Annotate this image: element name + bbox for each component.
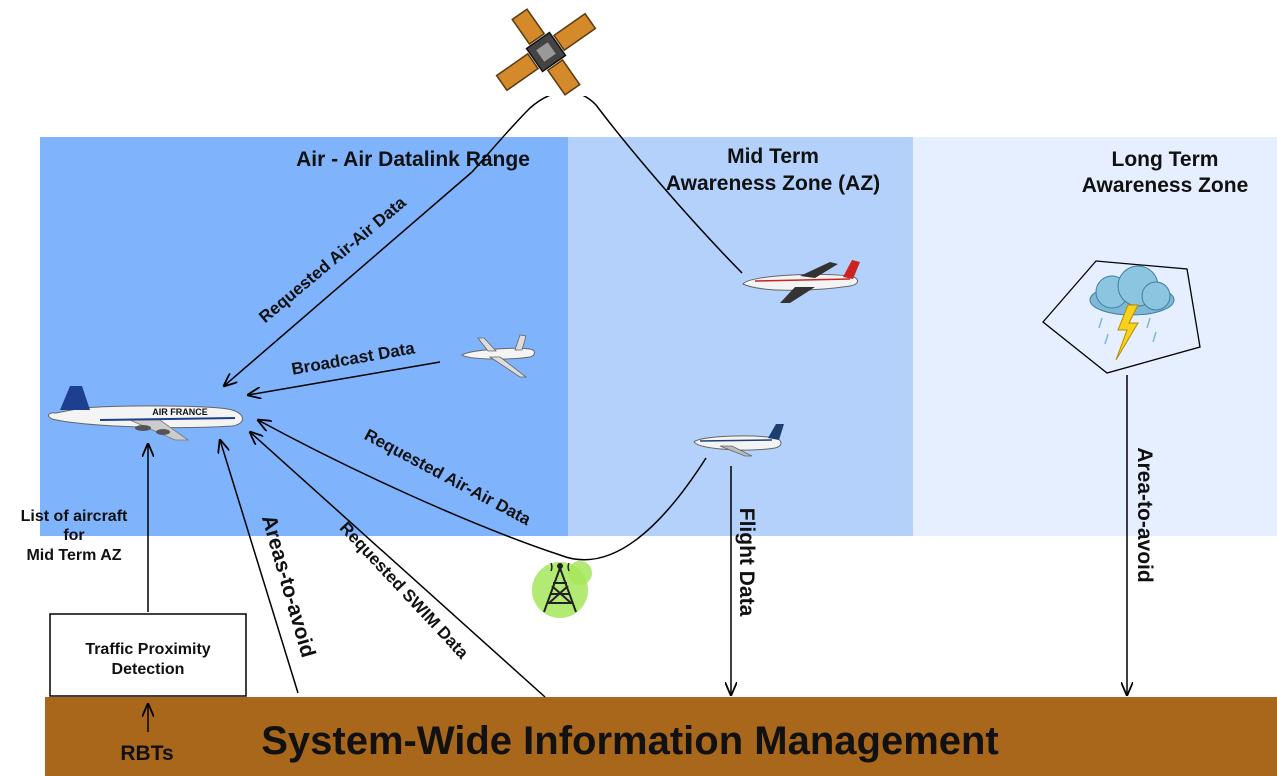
flight-data-label: Flight Data bbox=[735, 508, 758, 617]
swim-label: System-Wide Information Management bbox=[261, 719, 999, 763]
mid-term-zone-title-line2: Awareness Zone (AZ) bbox=[666, 172, 880, 195]
requested-air-air-lower-curve bbox=[258, 420, 707, 561]
jet-airliner-icon bbox=[742, 260, 860, 303]
traffic-proximity-detection-box bbox=[49, 613, 247, 697]
broadcast-arrow bbox=[248, 361, 441, 395]
rbts-label: RBTs bbox=[120, 742, 173, 765]
air-air-zone-title: Air - Air Datalink Range bbox=[296, 148, 530, 171]
areas-to-avoid-left-arrow bbox=[220, 440, 299, 694]
air-air-zone bbox=[40, 137, 568, 536]
requested-air-air-upper-arrow bbox=[224, 171, 473, 386]
tpd-label-line1: Traffic Proximity bbox=[85, 641, 210, 658]
satellite-icon bbox=[492, 6, 605, 96]
swim-bar bbox=[45, 697, 1277, 776]
requested-swim-arrow bbox=[250, 432, 546, 698]
area-to-avoid-right-label: Area-to-avoid bbox=[1133, 447, 1156, 582]
radio-tower-icon bbox=[532, 561, 592, 618]
long-term-zone bbox=[913, 137, 1277, 536]
business-jet-icon bbox=[461, 334, 535, 378]
requested-swim-label: Requested SWIM Data bbox=[336, 518, 473, 663]
mid-term-zone bbox=[568, 137, 913, 536]
aircraft-list-label-line2: for bbox=[63, 527, 84, 544]
long-term-zone-title-line2: Awareness Zone bbox=[1082, 174, 1249, 197]
tpd-label-line2: Detection bbox=[112, 661, 185, 678]
airliner-icon: AIR FRANCE bbox=[48, 386, 243, 441]
alaska-airliner-icon bbox=[693, 424, 784, 457]
aircraft-list-label-line1: List of aircraft bbox=[21, 508, 128, 525]
storm-cloud-icon bbox=[1042, 260, 1201, 374]
long-term-zone-title-line1: Long Term bbox=[1112, 148, 1219, 171]
aircraft-list-label-line3: Mid Term AZ bbox=[26, 547, 121, 564]
airliner-livery: AIR FRANCE bbox=[152, 407, 208, 417]
mid-term-zone-title-line1: Mid Term bbox=[727, 145, 819, 168]
